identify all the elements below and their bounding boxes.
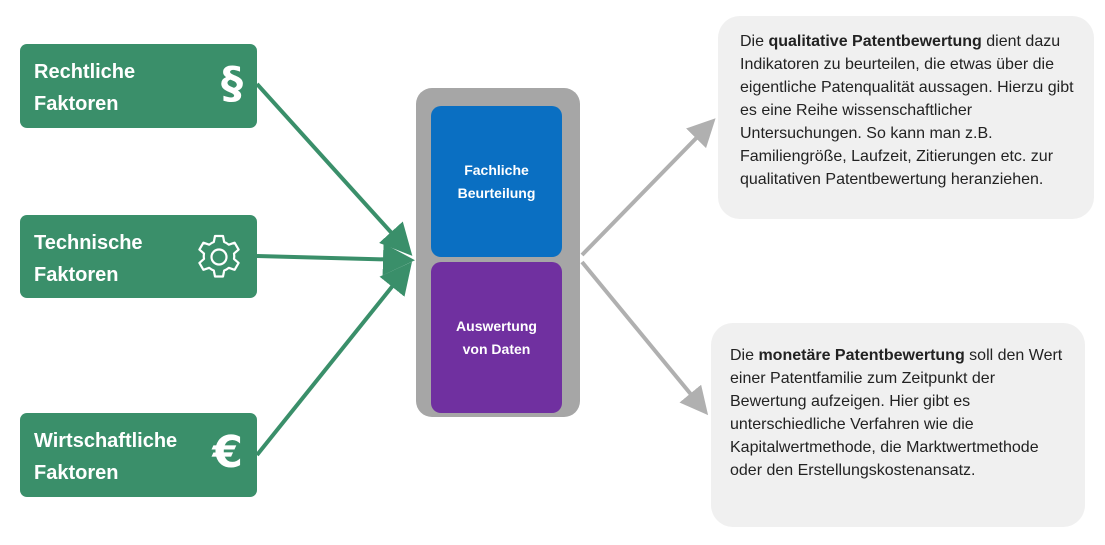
economic-factors-label: Wirtschaftliche Faktoren — [34, 425, 177, 489]
legal-factors-label: Rechtliche Faktoren — [34, 56, 135, 120]
legal-factors-box: Rechtliche Faktoren § — [20, 44, 257, 128]
arrow-center-to-monetary — [582, 262, 703, 409]
monetary-text-post: soll den Wert einer Patentfamilie zum Ze… — [730, 347, 1062, 479]
arrow-legal-to-center — [257, 84, 407, 250]
qualitative-text-bold: qualitative Patentbewertung — [768, 33, 981, 50]
arrow-economic-to-center — [257, 268, 407, 455]
expert-assessment-box: Fachliche Beurteilung — [431, 106, 562, 257]
data-analysis-label: Auswertung von Daten — [456, 315, 537, 361]
evaluation-frame: Fachliche Beurteilung Auswertung von Dat… — [416, 88, 580, 417]
qualitative-text-pre: Die — [740, 33, 768, 50]
arrow-center-to-qualitative — [582, 124, 710, 255]
data-analysis-box: Auswertung von Daten — [431, 262, 562, 413]
economic-factors-box: Wirtschaftliche Faktoren € — [20, 413, 257, 497]
paragraph-icon: § — [221, 52, 243, 116]
gear-icon — [194, 232, 244, 292]
expert-assessment-label: Fachliche Beurteilung — [458, 159, 536, 205]
qualitative-valuation-note: Die qualitative Patentbewertung dient da… — [718, 16, 1094, 219]
monetary-text-pre: Die — [730, 347, 758, 364]
qualitative-text-post: dient dazu Indikatoren zu beurteilen, di… — [740, 33, 1074, 188]
monetary-text-bold: monetäre Patentbewertung — [758, 347, 964, 364]
technical-factors-box: Technische Faktoren — [20, 215, 257, 298]
monetary-valuation-text: Die monetäre Patentbewertung soll den We… — [730, 344, 1070, 482]
monetary-valuation-note: Die monetäre Patentbewertung soll den We… — [711, 323, 1085, 527]
arrow-technical-to-center — [257, 256, 407, 260]
euro-icon: € — [212, 421, 243, 485]
technical-factors-label: Technische Faktoren — [34, 227, 143, 291]
qualitative-valuation-text: Die qualitative Patentbewertung dient da… — [740, 30, 1075, 191]
